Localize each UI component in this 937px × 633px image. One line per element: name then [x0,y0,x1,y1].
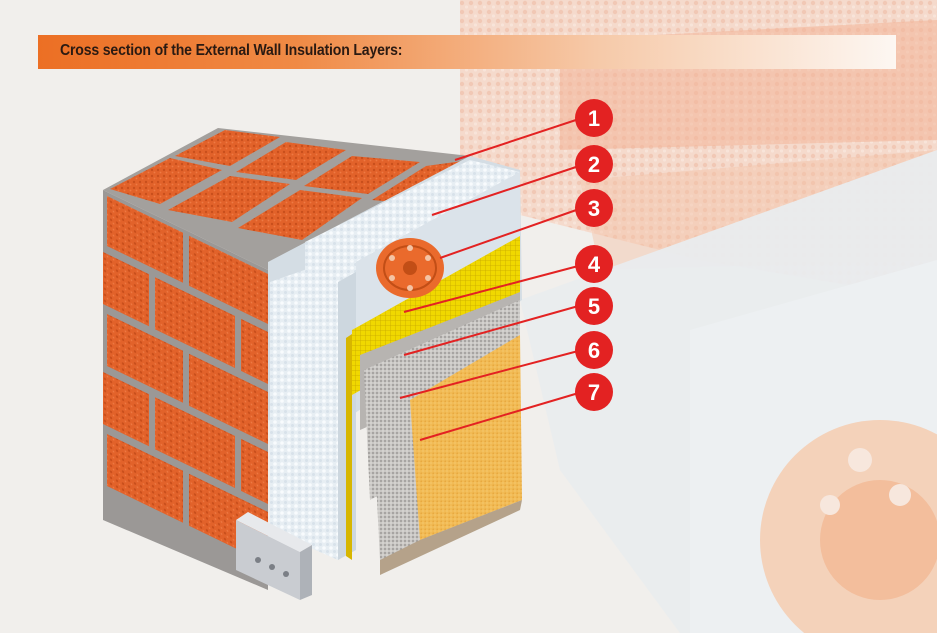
fixing-anchor-icon [376,238,444,298]
callout-5-label: 5 [588,294,600,319]
callout-4-label: 4 [588,252,601,277]
callout-badges: 1 2 3 4 5 6 7 [575,99,613,411]
callout-5: 5 [575,287,613,325]
callout-7: 7 [575,373,613,411]
callout-6: 6 [575,331,613,369]
callout-3-label: 3 [588,196,600,221]
callout-4: 4 [575,245,613,283]
page-title: Cross section of the External Wall Insul… [60,42,403,59]
callout-lines [399,117,583,441]
starter-track [236,512,312,600]
callout-2: 2 [575,145,613,183]
callout-6-label: 6 [588,338,600,363]
title-banner: Cross section of the External Wall Insul… [38,35,896,69]
callout-1-label: 1 [588,106,600,131]
callout-7-label: 7 [588,380,600,405]
brick-wall [103,128,470,590]
callout-3: 3 [575,189,613,227]
callout-2-label: 2 [588,152,600,177]
callout-1: 1 [575,99,613,137]
